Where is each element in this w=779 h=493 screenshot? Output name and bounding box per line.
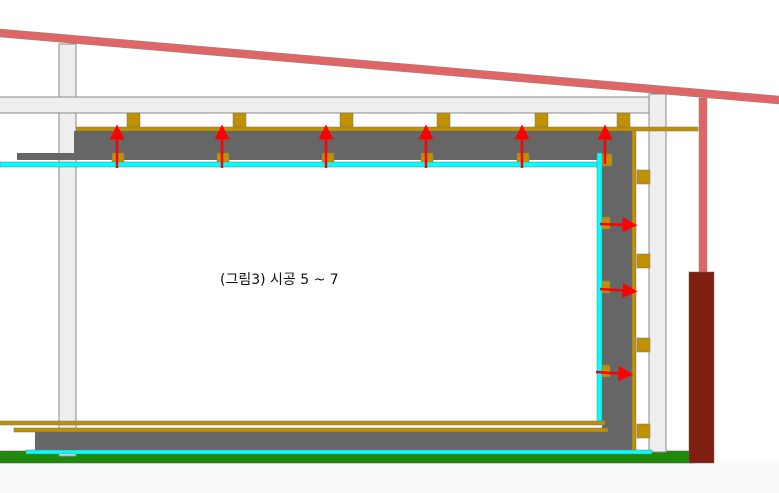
figure-caption: (그림3) 시공 5 ~ 7 — [220, 272, 339, 288]
vapor-barrier-floor — [25, 449, 653, 455]
arrow-right-icon — [599, 283, 638, 298]
ceiling-insulation-lower — [17, 153, 602, 160]
left-post — [58, 43, 77, 457]
floor-insulation — [35, 432, 636, 450]
foundation-post — [688, 271, 715, 464]
arrow-right-icon — [599, 217, 638, 233]
floor-board-lower — [13, 427, 609, 433]
ceiling-insulation — [74, 131, 636, 156]
ceiling-battens — [126, 112, 631, 128]
ceiling-board — [75, 126, 699, 132]
arrow-right-icon — [595, 366, 634, 381]
vapor-barrier-wall — [596, 152, 603, 422]
bottom-band — [0, 463, 779, 493]
wall-board — [631, 130, 637, 451]
roof-support-post — [698, 97, 708, 274]
floor-board-upper — [0, 420, 606, 426]
vapor-barrier-ceiling — [0, 161, 603, 168]
wall-battens — [636, 169, 651, 439]
right-post — [648, 93, 667, 453]
airflow-arrows — [109, 124, 638, 381]
inner-studs — [111, 152, 613, 378]
roof — [0, 28, 779, 105]
ceiling-beam — [0, 96, 650, 114]
